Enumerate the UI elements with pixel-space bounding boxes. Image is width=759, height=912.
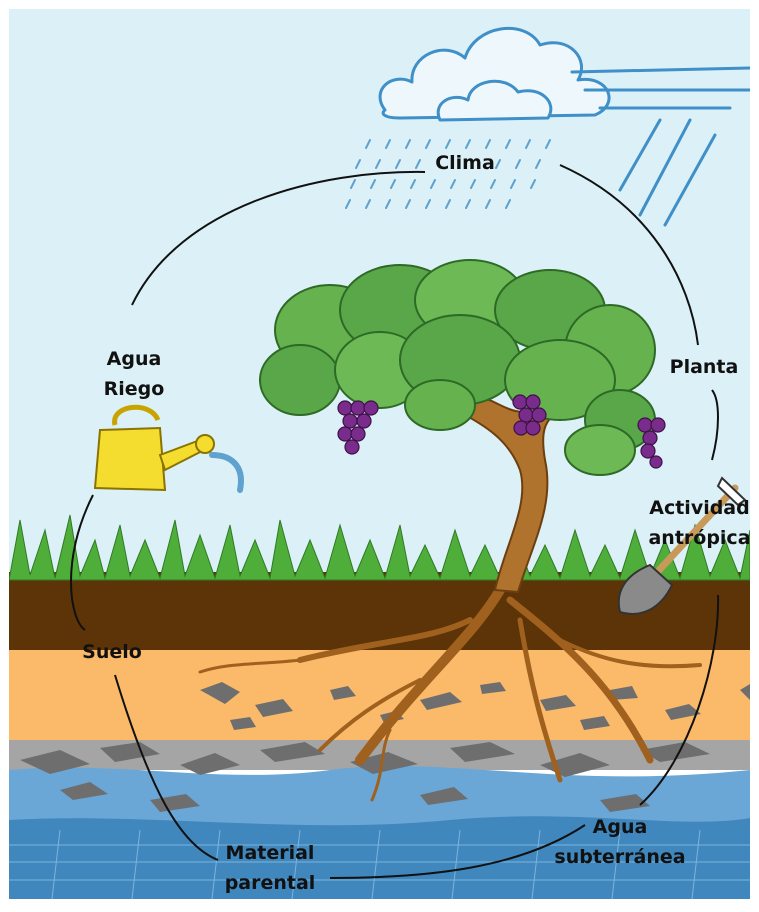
label-suelo: Suelo — [62, 640, 162, 665]
label-planta: Planta — [652, 355, 756, 380]
label-clima: Clima — [400, 151, 530, 176]
label-material-parental: Material parental — [200, 838, 340, 898]
label-actividad-antropica: Actividad antrópica — [640, 493, 759, 553]
label-agua-subterranea: Agua subterránea — [540, 812, 700, 872]
label-agua-riego: Agua Riego — [84, 344, 184, 404]
